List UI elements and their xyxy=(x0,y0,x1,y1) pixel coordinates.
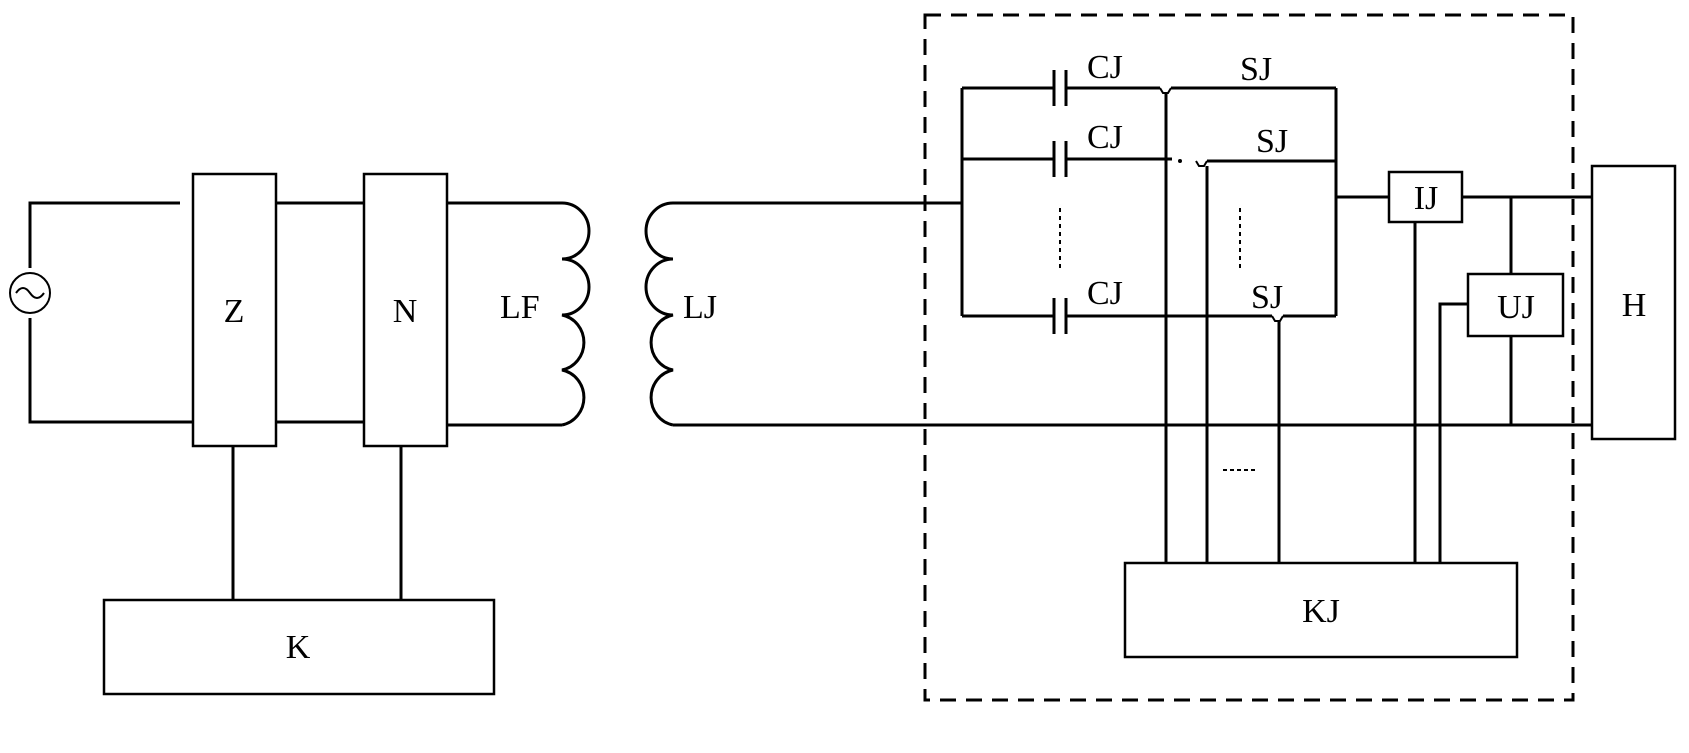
h-block: H xyxy=(1592,166,1675,439)
k-block: K xyxy=(104,600,494,694)
control-lines xyxy=(1166,94,1279,563)
capacitor-row-2: CJ SJ xyxy=(962,119,1336,177)
cj-label-2: CJ xyxy=(1087,119,1123,156)
z-label: Z xyxy=(224,293,245,330)
lf-coil: LF xyxy=(500,203,589,425)
uj-block: UJ xyxy=(1468,274,1563,336)
capacitor-bank: CJ SJ CJ SJ CJ SJ xyxy=(962,49,1336,334)
uj-label: UJ xyxy=(1497,289,1535,326)
kj-block: KJ xyxy=(1125,563,1517,657)
cj-label-3: CJ xyxy=(1087,275,1123,312)
sj-label-2: SJ xyxy=(1256,123,1288,160)
ij-label: IJ xyxy=(1414,180,1439,217)
sj-label-1: SJ xyxy=(1240,51,1272,88)
output-wiring xyxy=(1336,197,1592,563)
cj-label-1: CJ xyxy=(1087,49,1123,86)
sj-label-3: SJ xyxy=(1251,279,1283,316)
secondary-wiring xyxy=(673,203,1592,425)
z-block: Z xyxy=(193,174,276,446)
kj-label: KJ xyxy=(1302,593,1340,630)
h-label: H xyxy=(1622,287,1647,324)
n-label: N xyxy=(393,293,418,330)
n-block: N xyxy=(364,174,447,446)
capacitor-row-1: CJ SJ xyxy=(962,49,1336,106)
lj-coil: LJ xyxy=(646,203,717,425)
k-label: K xyxy=(286,629,311,666)
lf-label: LF xyxy=(500,289,540,326)
ij-block: IJ xyxy=(1389,172,1462,222)
ac-source xyxy=(10,203,193,422)
lj-label: LJ xyxy=(683,289,717,326)
